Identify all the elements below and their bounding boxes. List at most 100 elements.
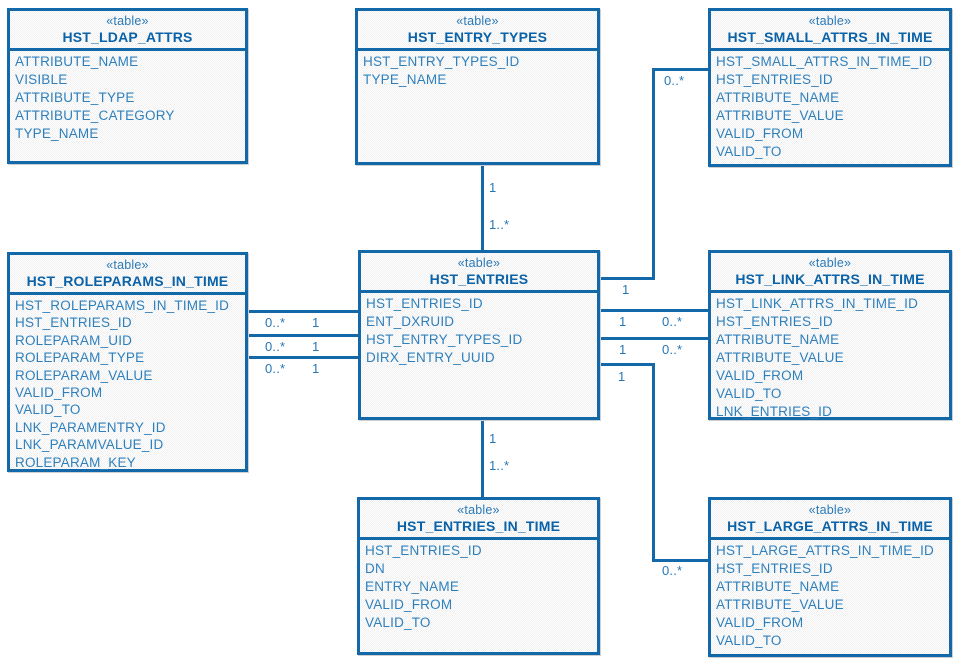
column-name: ROLEPARAM_VALUE <box>15 367 153 383</box>
table-header: «table» HST_SMALL_ATTRS_IN_TIME <box>711 11 949 51</box>
table-name: HST_SMALL_ATTRS_IN_TIME <box>727 29 933 45</box>
column-name: VALID_TO <box>716 144 782 159</box>
multiplicity-label: 1 <box>622 282 630 297</box>
table-name: HST_ENTRIES_IN_TIME <box>396 518 561 534</box>
table-name: HST_LINK_ATTRS_IN_TIME <box>735 271 925 287</box>
column-name: ATTRIBUTE_NAME <box>716 332 840 347</box>
table-columns: HST_SMALL_ATTRS_IN_TIME_ID HST_ENTRIES_I… <box>711 51 949 161</box>
multiplicity-label: 1 <box>312 315 320 330</box>
column-name: HST_ROLEPARAMS_IN_TIME_ID <box>15 298 230 313</box>
edge-entrytypes-entries <box>481 165 484 250</box>
column-name: LNK_ENTRIES_ID <box>716 404 833 419</box>
column-name: VISIBLE <box>15 72 68 87</box>
column-name: TYPE_NAME <box>363 72 447 87</box>
multiplicity-label: 1..* <box>489 458 510 473</box>
column-name: HST_ENTRY_TYPES_ID <box>363 54 520 69</box>
column-name: HST_LINK_ATTRS_IN_TIME_ID <box>716 296 919 311</box>
edge-entries-linkattrs-2 <box>600 337 708 340</box>
edge-roleparams-entries-2 <box>248 334 358 337</box>
column-name: ATTRIBUTE_VALUE <box>716 597 844 612</box>
column-name: VALID_TO <box>365 615 431 630</box>
multiplicity-label: 1..* <box>489 217 510 232</box>
edge-entries-largeattrs-c <box>652 559 708 562</box>
table-hst-small-attrs-in-time[interactable]: «table» HST_SMALL_ATTRS_IN_TIME HST_SMAL… <box>708 8 952 167</box>
column-name: VALID_TO <box>716 633 782 648</box>
multiplicity-label: 1 <box>619 342 627 357</box>
table-header: «table» HST_ROLEPARAMS_IN_TIME <box>10 255 245 295</box>
table-name: HST_ROLEPARAMS_IN_TIME <box>26 273 229 289</box>
column-name: HST_ENTRIES_ID <box>365 543 482 558</box>
table-header: «table» HST_LDAP_ATTRS <box>10 11 245 51</box>
multiplicity-label: 0..* <box>664 73 685 88</box>
column-name: VALID_TO <box>15 402 81 418</box>
table-name: HST_LDAP_ATTRS <box>62 29 193 45</box>
table-hst-entries-in-time[interactable]: «table» HST_ENTRIES_IN_TIME HST_ENTRIES_… <box>357 497 600 655</box>
table-columns: HST_LINK_ATTRS_IN_TIME_ID HST_ENTRIES_ID… <box>711 293 949 421</box>
table-hst-large-attrs-in-time[interactable]: «table» HST_LARGE_ATTRS_IN_TIME HST_LARG… <box>708 497 952 657</box>
table-columns: HST_ROLEPARAMS_IN_TIME_ID HST_ENTRIES_ID… <box>10 295 245 471</box>
column-name: ATTRIBUTE_NAME <box>15 54 139 69</box>
column-name: HST_ENTRIES_ID <box>15 315 132 331</box>
column-name: ROLEPARAM_TYPE <box>15 350 145 366</box>
multiplicity-label: 0..* <box>265 361 286 376</box>
column-name: ATTRIBUTE_CATEGORY <box>15 108 175 123</box>
multiplicity-label: 1 <box>489 180 497 195</box>
column-name: ENT_DXRUID <box>366 314 455 329</box>
stereotype-label: «table» <box>808 256 852 270</box>
column-name: HST_LARGE_ATTRS_IN_TIME_ID <box>716 543 935 558</box>
column-name: HST_ENTRIES_ID <box>716 72 833 87</box>
stereotype-label: «table» <box>457 256 501 270</box>
column-name: VALID_FROM <box>716 368 804 383</box>
edge-entries-smallattrs-b <box>652 68 655 280</box>
column-name: ROLEPARAM_UID <box>15 332 133 348</box>
multiplicity-label: 0..* <box>662 342 683 357</box>
edge-roleparams-entries-3 <box>248 356 358 359</box>
column-name: ATTRIBUTE_NAME <box>716 90 840 105</box>
table-header: «table» HST_LARGE_ATTRS_IN_TIME <box>711 500 949 540</box>
stereotype-label: «table» <box>808 14 852 28</box>
column-name: ATTRIBUTE_VALUE <box>716 108 844 123</box>
column-name: DN <box>365 561 385 576</box>
table-name: HST_ENTRIES <box>429 271 529 287</box>
multiplicity-label: 1 <box>312 339 320 354</box>
column-name: HST_SMALL_ATTRS_IN_TIME_ID <box>716 54 933 69</box>
edge-entries-largeattrs-b <box>652 363 655 562</box>
column-name: ENTRY_NAME <box>365 579 460 594</box>
table-header: «table» HST_ENTRIES_IN_TIME <box>360 500 597 540</box>
table-columns: HST_LARGE_ATTRS_IN_TIME_ID HST_ENTRIES_I… <box>711 540 949 650</box>
table-header: «table» HST_LINK_ATTRS_IN_TIME <box>711 253 949 293</box>
edge-entries-smallattrs-a <box>600 277 655 280</box>
table-hst-link-attrs-in-time[interactable]: «table» HST_LINK_ATTRS_IN_TIME HST_LINK_… <box>708 250 952 420</box>
column-name: HST_ENTRIES_ID <box>366 296 483 311</box>
column-name: ATTRIBUTE_NAME <box>716 579 840 594</box>
table-columns: HST_ENTRIES_ID ENT_DXRUID HST_ENTRY_TYPE… <box>361 293 597 367</box>
table-hst-entries[interactable]: «table» HST_ENTRIES HST_ENTRIES_ID ENT_D… <box>358 250 600 420</box>
table-hst-entry-types[interactable]: «table» HST_ENTRY_TYPES HST_ENTRY_TYPES_… <box>355 8 600 165</box>
table-name: HST_LARGE_ATTRS_IN_TIME <box>727 518 933 534</box>
table-name: HST_ENTRY_TYPES <box>407 29 548 45</box>
column-name: HST_ENTRY_TYPES_ID <box>366 332 523 347</box>
multiplicity-label: 1 <box>618 369 626 384</box>
table-hst-roleparams-in-time[interactable]: «table» HST_ROLEPARAMS_IN_TIME HST_ROLEP… <box>7 252 248 472</box>
multiplicity-label: 0..* <box>265 315 286 330</box>
table-columns: HST_ENTRY_TYPES_ID TYPE_NAME <box>358 51 597 89</box>
column-name: LNK_PARAMENTRY_ID <box>15 419 166 435</box>
stereotype-label: «table» <box>106 258 149 272</box>
stereotype-label: «table» <box>808 503 852 517</box>
table-columns: ATTRIBUTE_NAME VISIBLE ATTRIBUTE_TYPE AT… <box>10 51 245 143</box>
column-name: ATTRIBUTE_VALUE <box>716 350 844 365</box>
edge-entries-linkattrs-1 <box>600 309 708 312</box>
column-name: DIRX_ENTRY_UUID <box>366 350 495 365</box>
column-name: VALID_FROM <box>365 597 453 612</box>
column-name: HST_ENTRIES_ID <box>716 314 833 329</box>
multiplicity-label: 0..* <box>265 339 286 354</box>
table-hst-ldap-attrs[interactable]: «table» HST_LDAP_ATTRS ATTRIBUTE_NAME VI… <box>7 8 248 164</box>
table-columns: HST_ENTRIES_ID DN ENTRY_NAME VALID_FROM … <box>360 540 597 632</box>
column-name: VALID_FROM <box>716 615 804 630</box>
edge-roleparams-entries-1 <box>248 310 358 313</box>
column-name: ROLEPARAM_KEY <box>15 454 136 470</box>
column-name: VALID_FROM <box>716 126 804 141</box>
table-header: «table» HST_ENTRIES <box>361 253 597 293</box>
column-name: VALID_FROM <box>15 385 103 401</box>
